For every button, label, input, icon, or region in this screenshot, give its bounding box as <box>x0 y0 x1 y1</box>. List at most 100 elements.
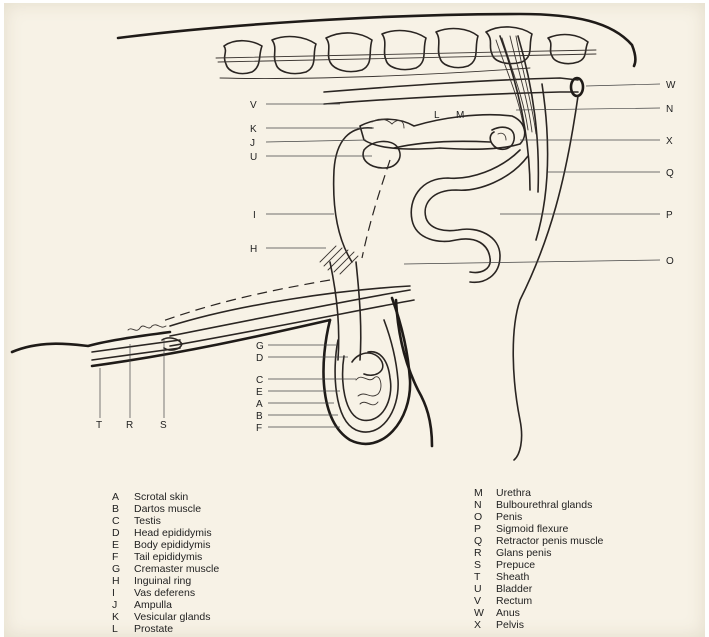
svg-text:Head epididymis: Head epididymis <box>134 527 212 539</box>
legend-item: L Prostate <box>112 623 173 635</box>
legend-item: A Scrotal skin <box>112 491 188 503</box>
svg-text:L: L <box>112 623 118 635</box>
svg-text:W: W <box>474 607 484 619</box>
leg-outline <box>396 300 432 446</box>
left-labels: V K J U I H <box>250 100 257 255</box>
svg-text:Vesicular glands: Vesicular glands <box>134 611 210 623</box>
svg-text:I: I <box>112 587 115 599</box>
legend-item: N Bulbourethral glands <box>474 499 592 511</box>
legend-item: W Anus <box>474 607 520 619</box>
retractor-penis-muscle <box>496 36 578 460</box>
legend-item: T Sheath <box>474 571 529 583</box>
svg-text:Glans penis: Glans penis <box>496 547 551 559</box>
label-d: D <box>256 353 263 364</box>
svg-text:Body epididymis: Body epididymis <box>134 539 210 551</box>
label-h: H <box>250 244 257 255</box>
inline-labels: L M <box>434 110 464 121</box>
legend-item: O Penis <box>474 511 522 523</box>
svg-text:Rectum: Rectum <box>496 595 532 607</box>
label-p: P <box>666 210 673 221</box>
legend-item: V Rectum <box>474 595 532 607</box>
svg-text:N: N <box>474 499 482 511</box>
svg-text:Sigmoid flexure: Sigmoid flexure <box>496 523 569 535</box>
vas-deferens-inner <box>362 160 390 258</box>
svg-text:E: E <box>112 539 119 551</box>
bladder-shape <box>363 141 400 168</box>
label-l: L <box>434 110 440 121</box>
svg-text:Prepuce: Prepuce <box>496 559 535 571</box>
svg-text:Sheath: Sheath <box>496 571 529 583</box>
body-wall-line <box>170 286 410 326</box>
svg-text:J: J <box>112 599 117 611</box>
legend-item: B Dartos muscle <box>112 503 201 515</box>
svg-text:Testis: Testis <box>134 515 161 527</box>
legend-item: R Glans penis <box>474 547 551 559</box>
label-w: W <box>666 80 676 91</box>
svg-text:Bladder: Bladder <box>496 583 533 595</box>
legend-item: F Tail epididymis <box>112 551 202 563</box>
legend-item: G Cremaster muscle <box>112 563 219 575</box>
svg-text:Pelvis: Pelvis <box>496 619 524 631</box>
legend-item: J Ampulla <box>112 599 172 611</box>
label-v: V <box>250 100 257 111</box>
svg-text:Retractor penis muscle: Retractor penis muscle <box>496 535 604 547</box>
svg-text:Anus: Anus <box>496 607 520 619</box>
label-b: B <box>256 411 263 422</box>
bottom-labels: T R S <box>96 420 167 431</box>
label-q: Q <box>666 168 674 179</box>
sheath-outline-lower <box>92 320 330 366</box>
legend-item: M Urethra <box>474 487 531 499</box>
svg-text:T: T <box>474 571 481 583</box>
label-s: S <box>160 420 167 431</box>
svg-text:F: F <box>112 551 118 563</box>
svg-text:Bulbourethral glands: Bulbourethral glands <box>496 499 592 511</box>
legend-item: C Testis <box>112 515 161 527</box>
svg-text:Dartos muscle: Dartos muscle <box>134 503 201 515</box>
legend-item: D Head epididymis <box>112 527 212 539</box>
legend-item: P Sigmoid flexure <box>474 523 569 535</box>
label-e: E <box>256 387 263 398</box>
svg-text:X: X <box>474 619 481 631</box>
svg-text:C: C <box>112 515 120 527</box>
legend-item: X Pelvis <box>474 619 524 631</box>
rectum-outline <box>324 78 578 92</box>
svg-text:H: H <box>112 575 120 587</box>
label-o: O <box>666 256 674 267</box>
svg-text:Scrotal skin: Scrotal skin <box>134 491 188 503</box>
label-a: A <box>256 399 263 410</box>
svg-text:M: M <box>474 487 483 499</box>
legend-item: I Vas deferens <box>112 587 195 599</box>
svg-text:G: G <box>112 563 120 575</box>
label-j: J <box>250 138 255 149</box>
legend-left: A Scrotal skin B Dartos muscle C Testis … <box>112 491 219 635</box>
svg-text:Tail epididymis: Tail epididymis <box>134 551 202 563</box>
svg-text:B: B <box>112 503 119 515</box>
legend-item: E Body epididymis <box>112 539 210 551</box>
abdomen-outline <box>12 332 170 352</box>
scrotum-labels: G D C E A B F <box>256 341 264 434</box>
svg-text:R: R <box>474 547 482 559</box>
right-labels: W N X Q P O <box>666 80 676 267</box>
label-k: K <box>250 124 257 135</box>
legend-right: M Urethra N Bulbourethral glands O Penis… <box>474 487 604 631</box>
svg-text:P: P <box>474 523 481 535</box>
label-n: N <box>666 104 673 115</box>
label-r: R <box>126 420 133 431</box>
legend-item: S Prepuce <box>474 559 535 571</box>
label-g: G <box>256 341 264 352</box>
svg-text:U: U <box>474 583 482 595</box>
legend-item: H Inguinal ring <box>112 575 191 587</box>
svg-text:V: V <box>474 595 481 607</box>
svg-text:K: K <box>112 611 119 623</box>
legend-item: K Vesicular glands <box>112 611 210 623</box>
leader-lines <box>100 84 660 427</box>
label-x: X <box>666 136 673 147</box>
svg-text:Urethra: Urethra <box>496 487 531 499</box>
label-u: U <box>250 152 257 163</box>
svg-text:Q: Q <box>474 535 482 547</box>
svg-text:O: O <box>474 511 482 523</box>
svg-text:Cremaster muscle: Cremaster muscle <box>134 563 219 575</box>
label-f: F <box>256 423 262 434</box>
